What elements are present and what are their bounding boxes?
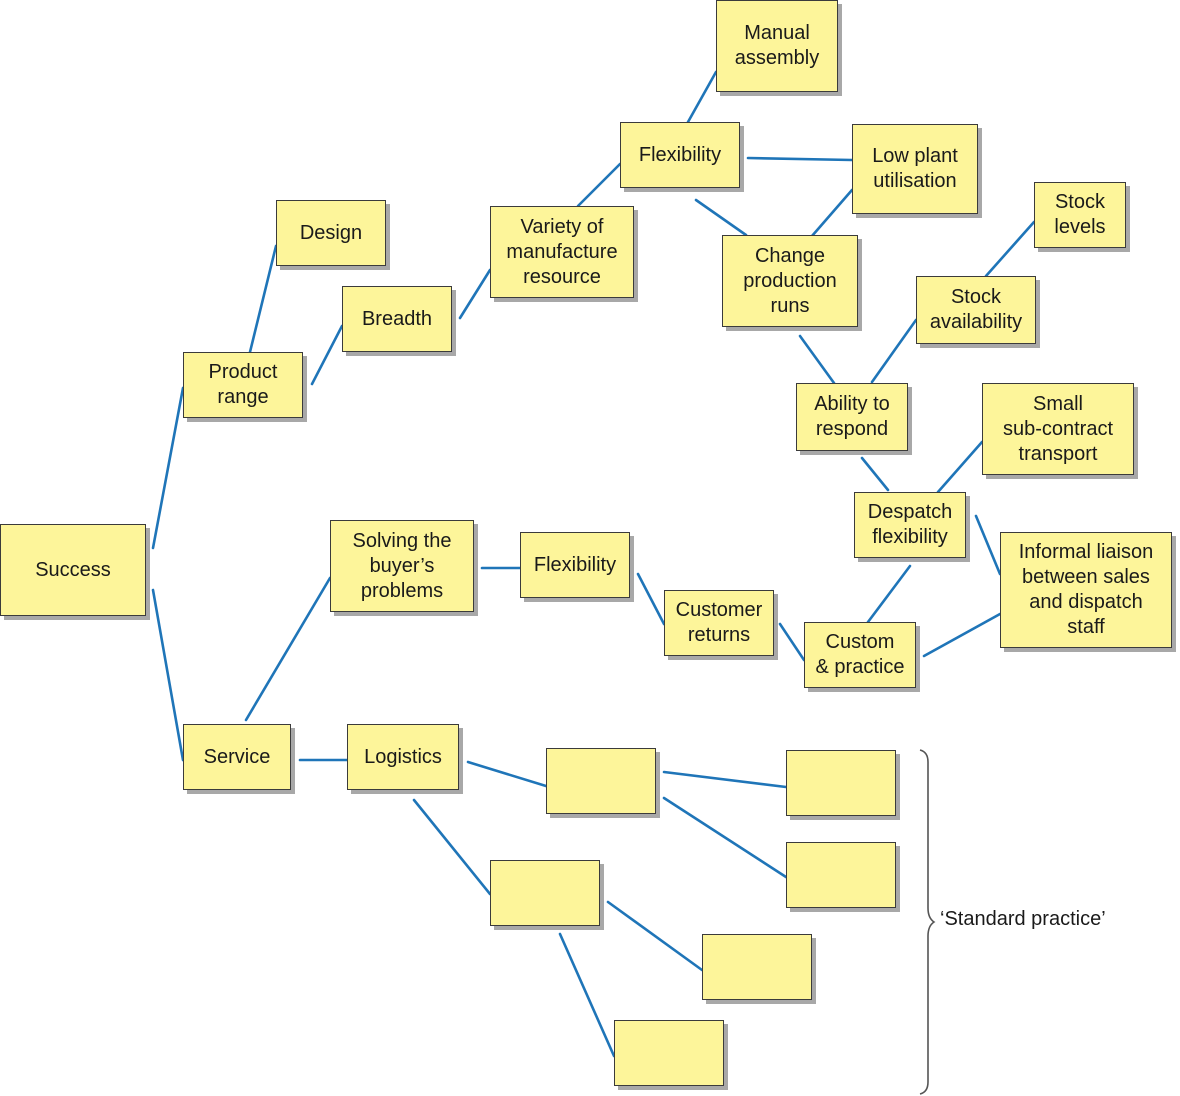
- connector: [412, 798, 492, 896]
- node-stock-availability: Stock availability: [916, 276, 1036, 344]
- connector: [974, 514, 1002, 576]
- connector: [151, 386, 185, 550]
- connector: [662, 796, 788, 879]
- node-stock-levels: Stock levels: [1034, 182, 1126, 248]
- node-manual-assembly: Manual assembly: [716, 0, 838, 92]
- node-flexibility-production: Flexibility: [620, 122, 740, 188]
- node-product-range: Product range: [183, 352, 303, 418]
- node-blank: [702, 934, 812, 1000]
- connector: [936, 440, 984, 494]
- node-small-sub-contract-transport: Small sub-contract transport: [982, 383, 1134, 475]
- connector: [458, 268, 492, 320]
- node-variety-of-manufacture-resource: Variety of manufacture resource: [490, 206, 634, 298]
- connector: [694, 198, 748, 237]
- connector: [860, 456, 890, 492]
- node-blank: [546, 748, 656, 814]
- connector: [151, 588, 185, 762]
- connector: [576, 162, 622, 208]
- node-breadth: Breadth: [342, 286, 452, 352]
- connector: [984, 220, 1036, 278]
- connector: [248, 244, 278, 354]
- node-ability-to-respond: Ability to respond: [796, 383, 908, 451]
- connector: [870, 318, 918, 384]
- node-change-production-runs: Change production runs: [722, 235, 858, 327]
- standard-practice-bracket: [919, 749, 936, 1095]
- connector: [778, 622, 806, 662]
- node-blank: [490, 860, 600, 926]
- standard-practice-label: ‘Standard practice’: [940, 908, 1106, 930]
- node-logistics: Logistics: [347, 724, 459, 790]
- node-flexibility-service: Flexibility: [520, 532, 630, 598]
- connector: [866, 564, 912, 624]
- node-custom-and-practice: Custom & practice: [804, 622, 916, 688]
- node-success: Success: [0, 524, 146, 616]
- node-customer-returns: Customer returns: [664, 590, 774, 656]
- node-despatch-flexibility: Despatch flexibility: [854, 492, 966, 558]
- node-informal-liaison: Informal liaison between sales and dispa…: [1000, 532, 1172, 648]
- connector: [244, 576, 332, 722]
- connector: [606, 900, 704, 972]
- node-blank: [614, 1020, 724, 1086]
- connector: [746, 156, 854, 162]
- connector: [558, 932, 616, 1058]
- node-blank: [786, 842, 896, 908]
- connector: [686, 70, 718, 124]
- connector: [310, 324, 344, 386]
- connector: [466, 760, 548, 788]
- connector: [810, 188, 854, 238]
- node-solving-buyers-problems: Solving the buyer’s problems: [330, 520, 474, 612]
- node-low-plant-utilisation: Low plant utilisation: [852, 124, 978, 214]
- node-service: Service: [183, 724, 291, 790]
- connector: [922, 612, 1002, 658]
- connector: [636, 572, 666, 626]
- node-design: Design: [276, 200, 386, 266]
- connector: [662, 770, 788, 789]
- connector: [798, 334, 836, 385]
- node-blank: [786, 750, 896, 816]
